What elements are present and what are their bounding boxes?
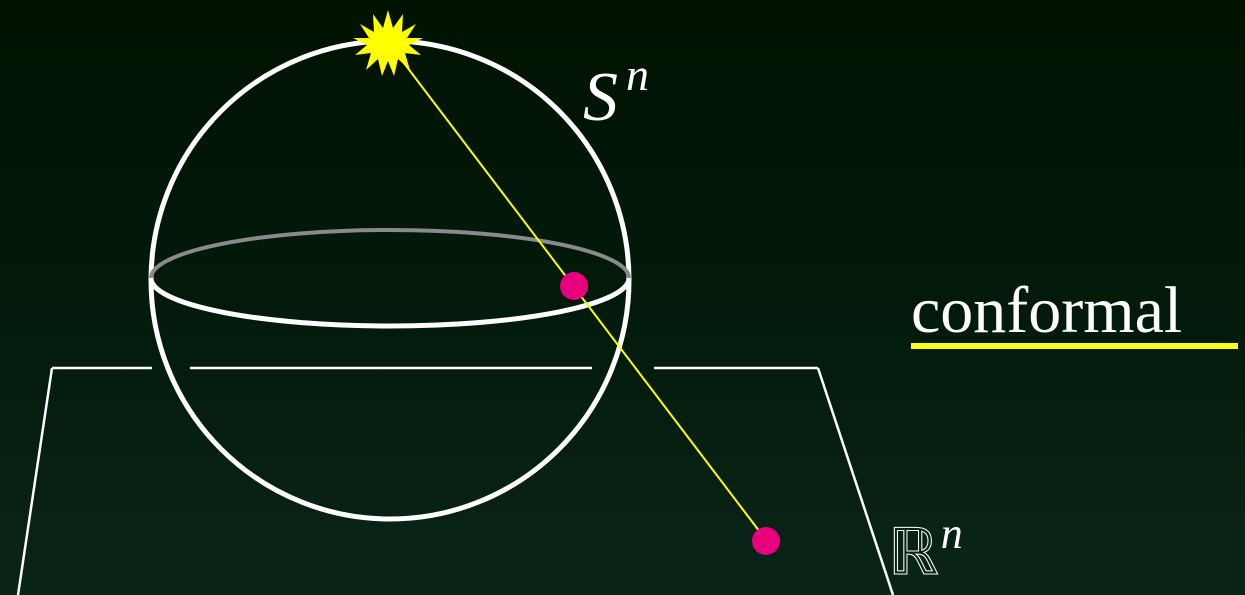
plane-label: ℝn	[888, 509, 963, 586]
conformal-underline	[911, 343, 1238, 349]
sphere-point	[560, 272, 588, 300]
plane-label-base: ℝ	[888, 516, 940, 590]
conformal-word: conformal	[911, 274, 1183, 347]
north-pole-star-icon	[353, 10, 423, 76]
sphere-label-base: S	[583, 59, 618, 136]
equator-back-half	[149, 228, 631, 279]
plane-right-edge	[816, 367, 895, 595]
plane-rn	[16, 366, 895, 595]
plane-left-edge	[16, 367, 54, 595]
equator-front-half	[148, 277, 632, 329]
sphere-sn	[148, 38, 632, 522]
plane-label-exponent: n	[940, 509, 963, 558]
projected-point	[752, 527, 780, 555]
sphere-label-exponent: n	[626, 49, 649, 100]
